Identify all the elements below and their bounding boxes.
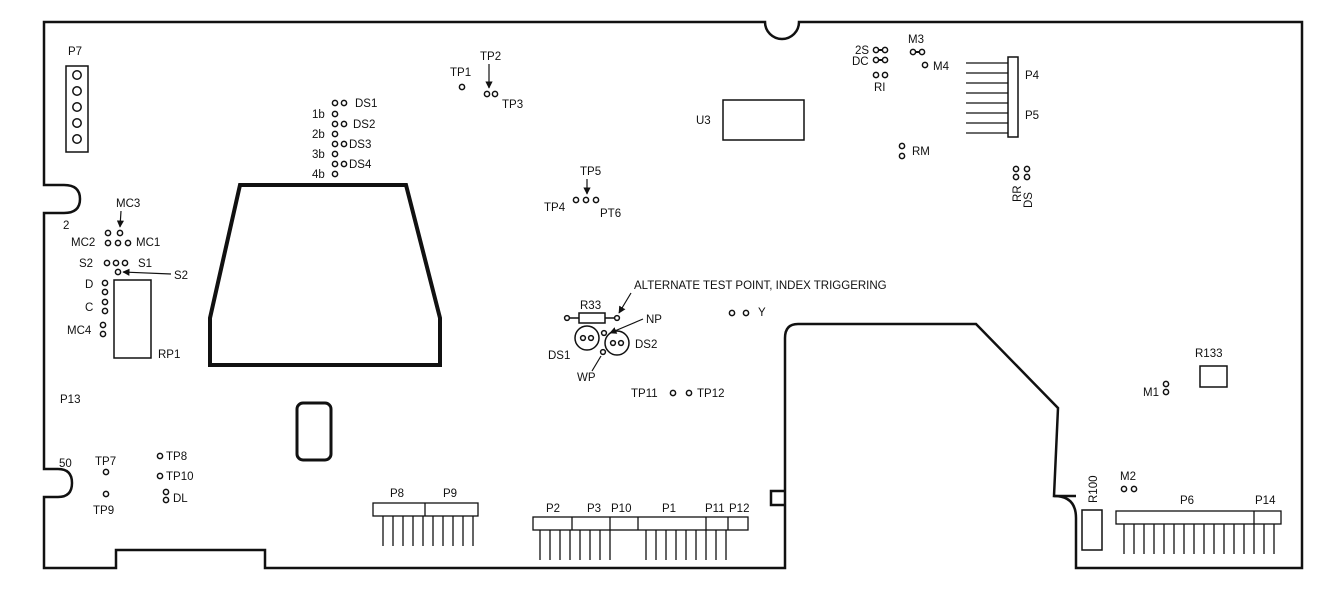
p2-label: P2 [546,503,560,515]
p7-connector [65,65,89,153]
4b-label: 4b [312,169,325,181]
p7-label: P7 [68,46,82,58]
dc-label: DC [852,56,869,68]
dl-label: DL [173,493,188,505]
tp11-label: TP11 [631,388,658,400]
wp-label: WP [577,372,596,384]
tp9-label: TP9 [93,505,114,517]
p3-label: P3 [587,503,601,515]
mc3-label: MC3 [116,198,140,210]
rp1-label: RP1 [158,349,180,361]
r133-label: R133 [1195,348,1223,360]
rm-label: RM [912,146,930,158]
mc2-label: MC2 [71,237,95,249]
led-ds1 [574,325,600,351]
p10-label: P10 [611,503,631,515]
m4-label: M4 [933,61,950,73]
p14-label: P14 [1255,495,1276,507]
m3-label: M3 [908,34,924,46]
rr-label: RR [1012,185,1024,202]
ds1-jumper-label: DS1 [355,98,377,110]
1b-label: 1b [312,109,325,121]
tp2-label: TP2 [480,51,501,63]
r33-label: R33 [580,300,601,312]
large-ic-outline [208,183,442,367]
p12-label: P12 [729,503,749,515]
3b-label: 3b [312,149,325,161]
m1-label: M1 [1143,387,1159,399]
p4-p5-connector [966,56,1019,138]
y-label: Y [758,307,766,319]
p8-p9-connector [372,502,479,546]
s1-label: S1 [138,258,152,270]
ds4-jumper-label: DS4 [349,159,372,171]
ds1-led-label: DS1 [548,350,570,362]
m2-label: M2 [1120,471,1136,483]
board-outline [42,20,1304,570]
mc4-label: MC4 [67,325,92,337]
2b-label: 2b [312,129,325,141]
p2-p1-p12-connector [532,516,749,560]
ri-label: RI [874,82,886,94]
d-label: D [85,279,93,291]
r33-resistor [563,312,621,324]
wp-pads [599,329,608,356]
pin-50-label: 50 [59,458,72,470]
s2-left-label: S2 [79,258,93,270]
rp1-outline [113,279,152,359]
r100-label: R100 [1088,476,1100,504]
p1-label: P1 [662,503,676,515]
ds2-jumper-label: DS2 [353,119,375,131]
mc1-label: MC1 [136,237,160,249]
tp10-label: TP10 [166,471,194,483]
u3-label: U3 [696,115,711,127]
tp5-label: TP5 [580,166,601,178]
p5-label: P5 [1025,110,1039,122]
ds3-jumper-label: DS3 [349,139,371,151]
p9-label: P9 [443,488,457,500]
pin-2-label: 2 [63,220,69,232]
ds2-led-label: DS2 [635,339,657,351]
r100-outline [1081,509,1103,551]
p13-label: P13 [60,394,80,406]
alternate-test-point-label: ALTERNATE TEST POINT, INDEX TRIGGERING [634,280,887,292]
u3-outline [722,99,805,141]
tp3-label: TP3 [502,99,523,111]
s2-right-label: S2 [174,270,188,282]
p6-p14-connector [1115,510,1282,554]
led-ds2 [604,330,630,356]
np-label: NP [646,314,662,326]
p6-label: P6 [1180,495,1194,507]
ds-label: DS [1023,192,1035,208]
tp8-label: TP8 [166,451,187,463]
pt6-label: PT6 [600,208,621,220]
2s-label: 2S [855,45,869,57]
tp12-label: TP12 [697,388,725,400]
p4-label: P4 [1025,70,1040,82]
tp1-label: TP1 [450,67,471,79]
tp7-label: TP7 [95,456,116,468]
p8-label: P8 [390,488,404,500]
r133-outline [1199,365,1228,388]
crystal-outline [295,401,333,462]
c-label: C [85,302,93,314]
p11-label: P11 [705,503,725,515]
tp4-label: TP4 [544,202,566,214]
